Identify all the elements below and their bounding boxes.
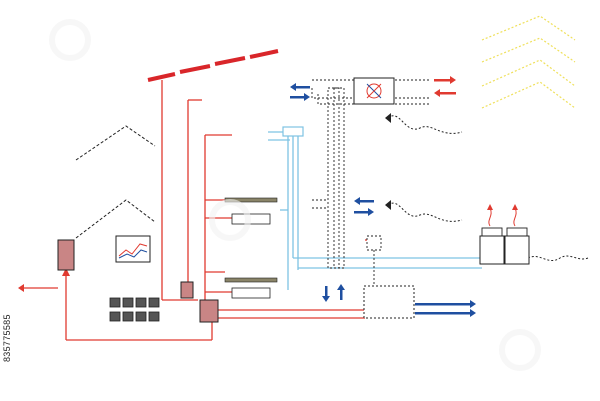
pv-panel-array [109, 297, 160, 322]
watermark [49, 19, 541, 371]
air-flow-icon [387, 115, 589, 262]
arrow-head-icon [385, 113, 391, 123]
sun-rays-icon [481, 15, 576, 109]
radiator-group [224, 197, 278, 299]
cooling-towers [479, 204, 530, 265]
arrow-right-red-icon [434, 76, 456, 97]
arrow-up-red-icon [62, 268, 70, 276]
solar-collector [147, 49, 279, 82]
arrow-blue-icon [290, 83, 476, 317]
cold-pipe-network [268, 131, 482, 290]
pump-icon [180, 281, 194, 299]
heat-recovery-unit [353, 77, 395, 105]
chiller-box [363, 285, 415, 319]
heat-pump [199, 299, 219, 323]
monitor-chart-icon [115, 235, 151, 263]
arrow-left-red-icon [18, 284, 24, 292]
air-duct [311, 79, 430, 269]
heat-pipe-network [22, 80, 372, 341]
side-id-text: 835775585 [2, 314, 12, 362]
cold-header [282, 126, 304, 137]
storage-tank [57, 239, 75, 271]
controller-box [366, 235, 382, 251]
light-path-icon [75, 125, 156, 239]
arrow-head-icon [385, 200, 391, 210]
